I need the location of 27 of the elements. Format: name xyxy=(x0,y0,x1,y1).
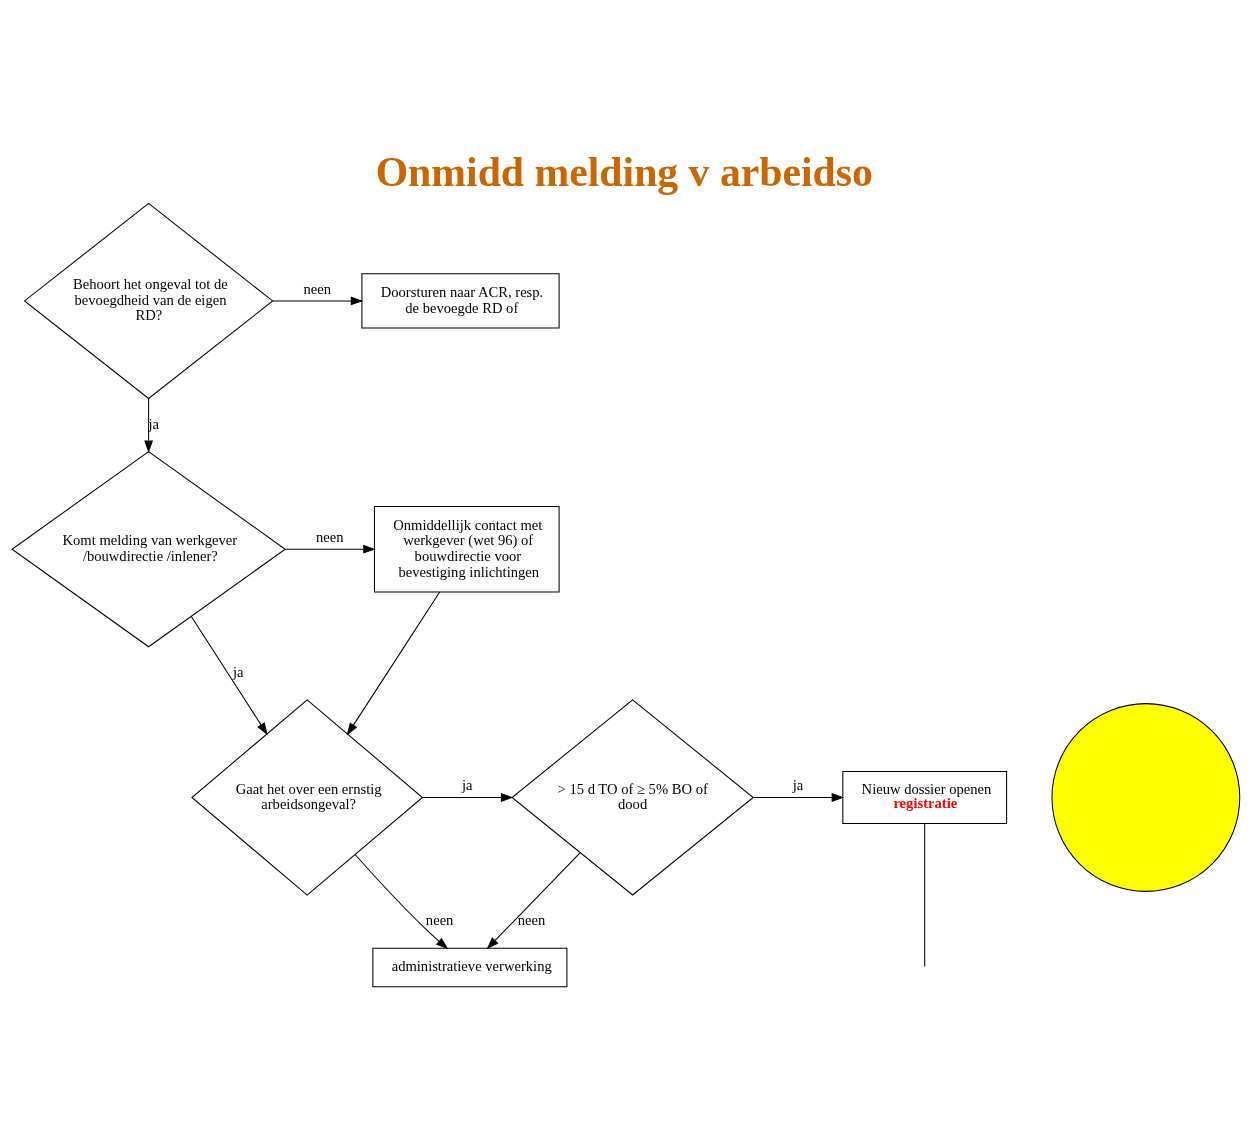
node-diamond: > 15 d TO of ≥ 5% BO of dood xyxy=(511,698,755,896)
arrow xyxy=(144,397,153,453)
arrow xyxy=(753,792,845,802)
arrow xyxy=(486,852,581,949)
arrow xyxy=(422,792,514,802)
node-diamond: Gaat het over een ernstig arbeidsongeval? xyxy=(191,698,424,896)
node-box: Onmiddellijk contact met werkgever (wet 96) of bouwdirectie voor bevestiging inlichtingen xyxy=(373,505,560,592)
edge-label: ja xyxy=(233,663,244,680)
node-box: Nieuw dossier openen registratie xyxy=(842,770,1008,824)
diagram-title: Onmidd melding v arbeidso xyxy=(375,148,873,195)
node-diamond: Komt melding van werkgever /bouwdirectie /inlener? xyxy=(11,450,287,647)
edge-label: ja xyxy=(792,776,804,793)
arrow xyxy=(272,296,364,305)
edge-label: neen xyxy=(425,911,454,928)
edge-label: neen xyxy=(517,911,546,928)
node-box: Doorsturen naar ACR, resp. de bevoegde RD of xyxy=(361,272,560,329)
arrow xyxy=(346,591,441,735)
arrow xyxy=(284,544,376,554)
edge-label: neen xyxy=(303,280,331,297)
edge-label: ja xyxy=(461,776,473,793)
node-box: administratieve verwerking xyxy=(372,947,568,987)
node-diamond: Behoort het ongeval tot de bevoegdheid van de eigen RD? xyxy=(23,202,274,399)
arrow xyxy=(354,853,449,949)
connector xyxy=(924,822,926,967)
edge-label: neen xyxy=(315,528,344,545)
arrow xyxy=(190,615,268,735)
node-circle xyxy=(1051,702,1241,892)
